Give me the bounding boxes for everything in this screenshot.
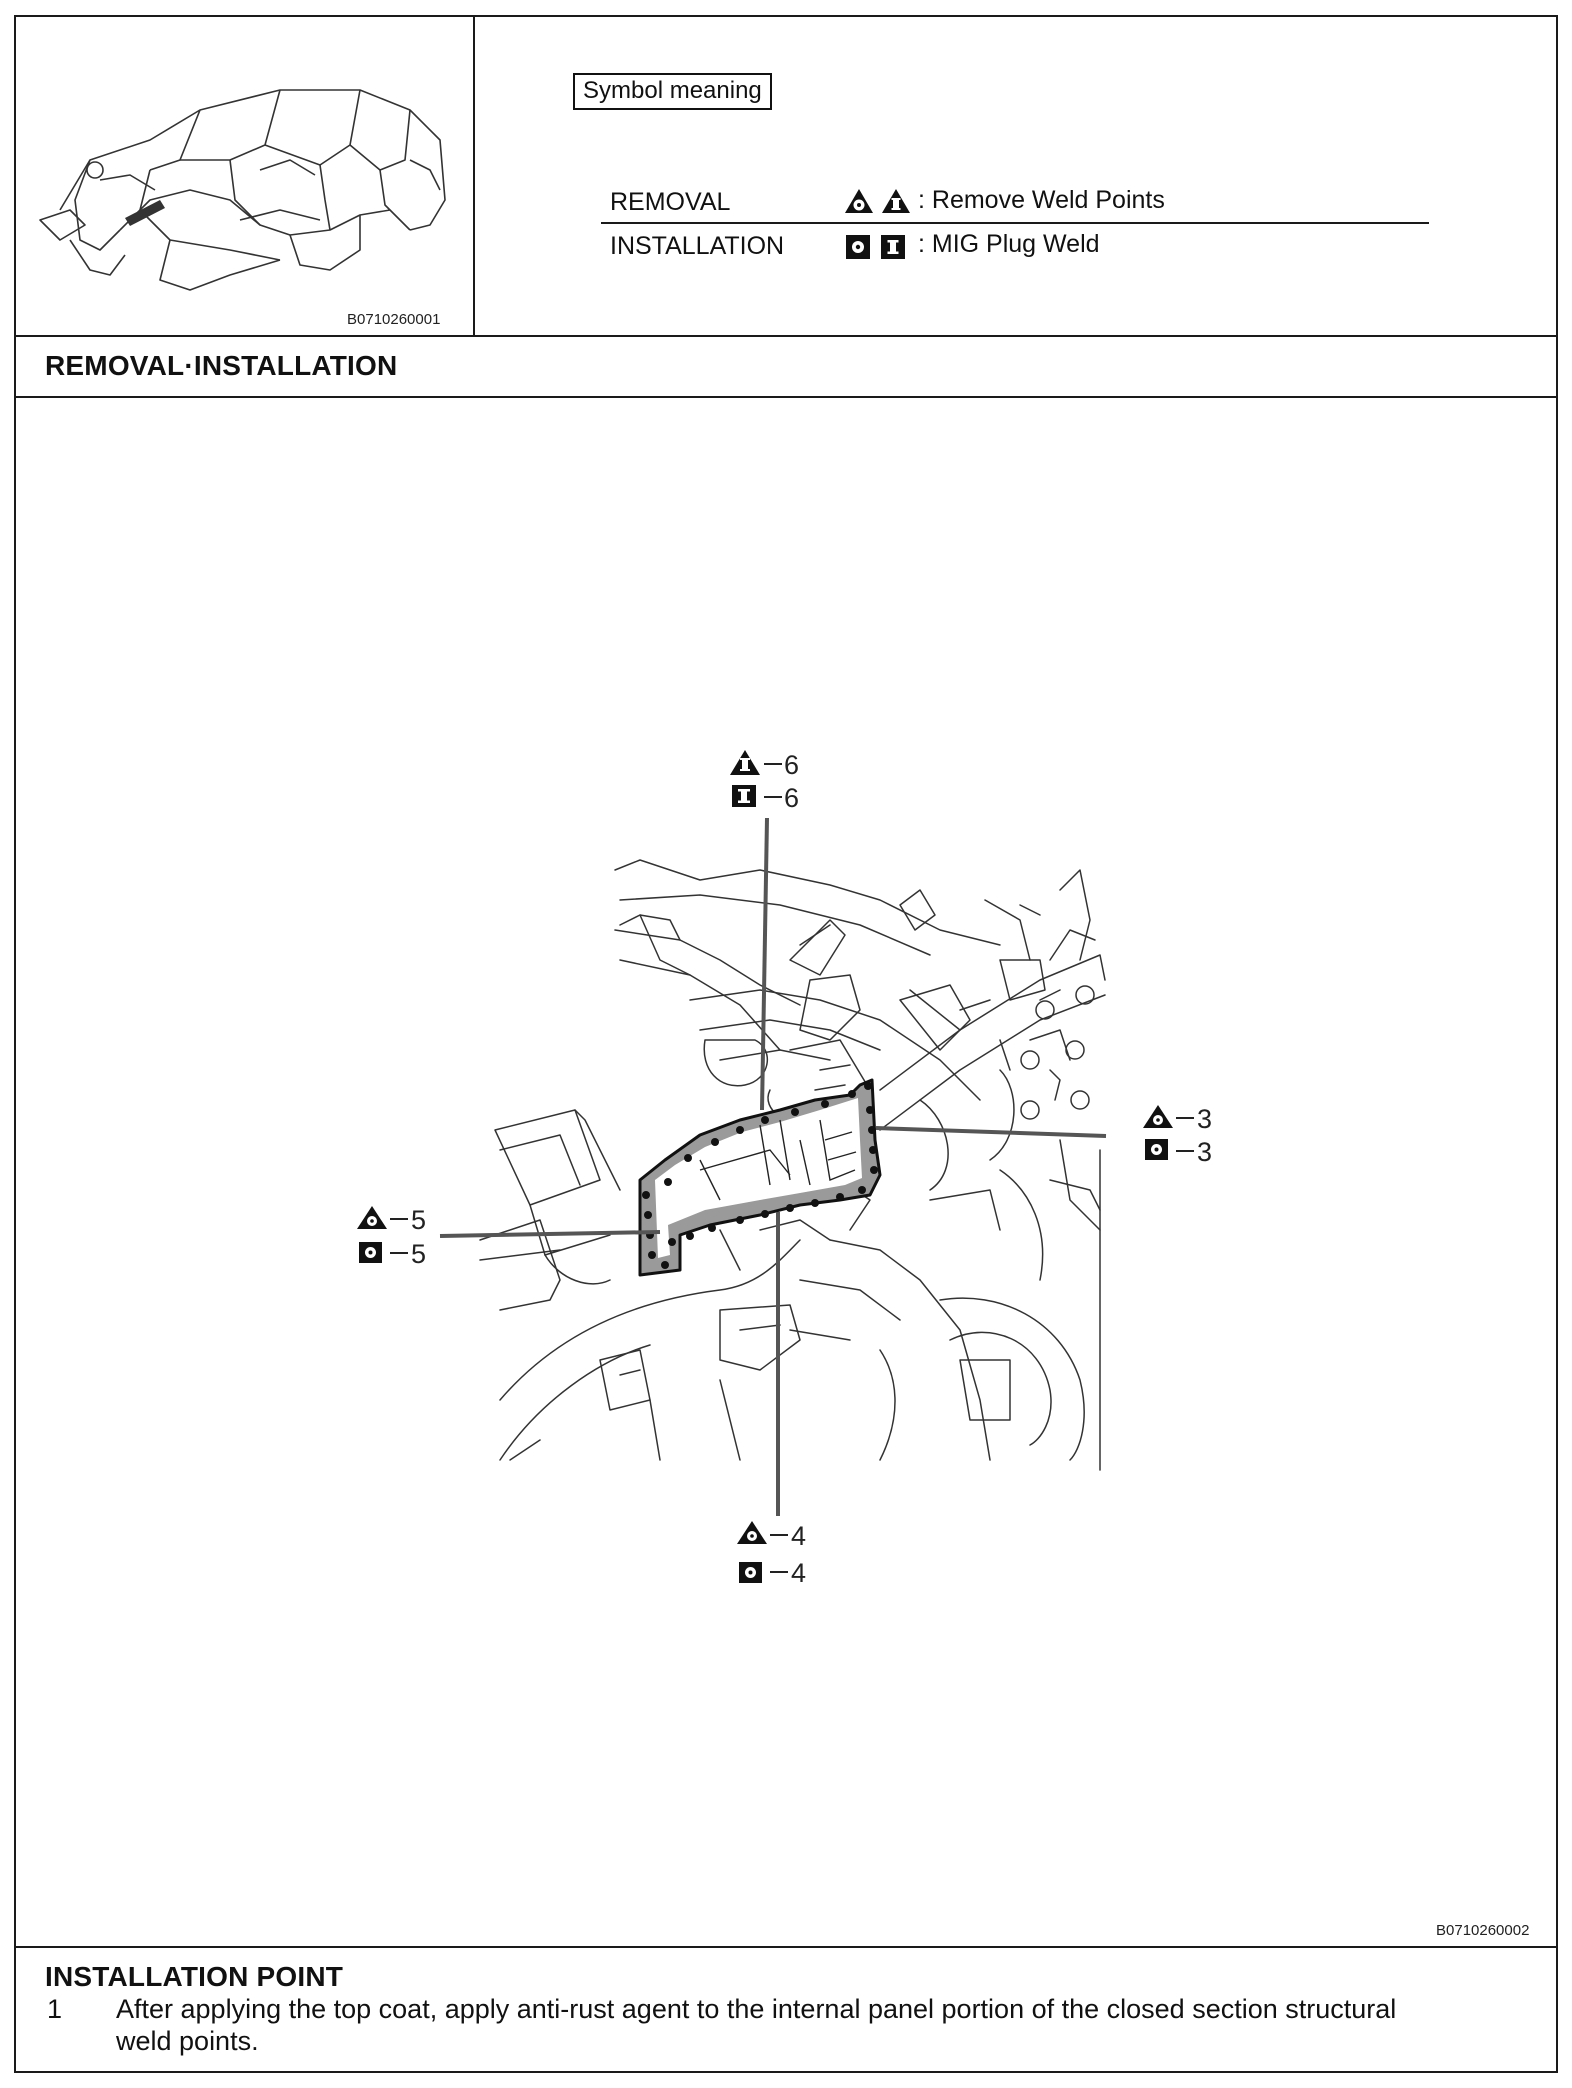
mig-plug-weld-icon [739,1562,762,1583]
mig-plug-weld-icon [846,235,870,259]
legend-installation-label: INSTALLATION [610,232,785,260]
mig-plug-weld-icon [359,1242,382,1263]
legend-divider [601,222,1429,224]
diagram-code: B0710260002 [1436,1922,1530,1939]
weld-location-diagram: 6 6 3 3 5 [357,750,1212,1588]
callout-3-installation-number: 3 [1197,1137,1212,1167]
mig-plug-weld-i-icon [732,785,756,807]
spot-weld-removal-icon [1143,1105,1173,1128]
callout-5-installation-number: 5 [411,1239,426,1269]
callout-3: 3 3 [1143,1104,1212,1167]
installation-title: INSTALLATION POINT [45,1961,344,1992]
symbol-meaning-label: Symbol meaning [573,73,772,110]
callout-6: 6 6 [730,750,799,813]
callout-5: 5 5 [357,1205,426,1269]
mig-plug-weld-i-icon [881,235,905,259]
spot-weld-removal-icon [845,189,873,213]
legend-removal-text: : Remove Weld Points [918,186,1165,214]
legend-removal-label: REMOVAL [610,188,731,216]
spot-weld-removal-icon [737,1521,767,1544]
callout-4: 4 4 [737,1521,806,1588]
installation-item-text-line1: After applying the top coat, apply anti-… [116,1994,1397,2024]
header-divider [473,15,475,337]
thumbnail-code: B0710260001 [347,311,441,328]
vehicle-body-thumbnail [39,89,446,291]
vehicle-structure-lines [479,859,1106,1471]
section-title-rule [14,396,1558,398]
callout-6-removal-number: 6 [784,750,799,780]
page-frame [14,15,1558,2073]
section-title: REMOVAL·INSTALLATION [45,350,398,381]
mig-plug-weld-icon [1145,1139,1168,1160]
callout-6-installation-number: 6 [784,783,799,813]
installation-item-text-line2: weld points. [116,2026,259,2056]
mig-weld-removal-icon [882,189,910,213]
callout-4-installation-number: 4 [791,1558,806,1588]
replacement-panel [638,1078,882,1277]
installation-item-number: 1 [47,1994,63,2024]
header-bottom-rule [14,335,1558,337]
callout-3-removal-number: 3 [1197,1104,1212,1134]
leader-lines [439,817,1107,1516]
diagram-bottom-rule [14,1946,1558,1948]
spot-weld-removal-icon [357,1206,387,1229]
callout-5-removal-number: 5 [411,1205,426,1235]
callout-4-removal-number: 4 [791,1521,806,1551]
mig-weld-removal-icon [730,750,760,775]
legend-installation-text: : MIG Plug Weld [918,230,1100,258]
